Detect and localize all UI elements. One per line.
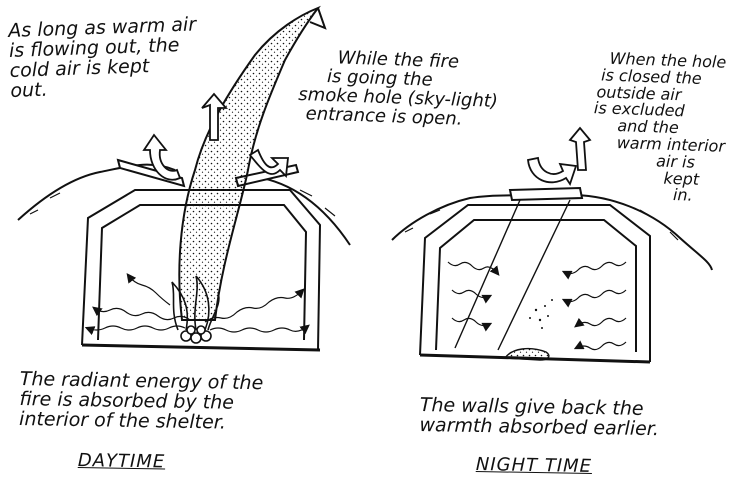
note-warm-air: As long as warm air is flowing out, the … <box>8 15 199 101</box>
shelter-floor <box>82 345 320 350</box>
embers-dots <box>529 299 553 329</box>
night-ground-right <box>575 195 712 270</box>
smoke-hole-lid <box>510 188 582 200</box>
note-hole-closed: When the hole is closed the outside air … <box>585 50 728 206</box>
title-night-time: NIGHT TIME <box>476 456 592 477</box>
note-smoke-hole: While the fire is going the smoke hole (… <box>297 48 499 130</box>
caption-night: The walls give back the warmth absorbed … <box>419 396 659 440</box>
embers <box>505 349 549 360</box>
night-inner-wall <box>436 220 636 352</box>
caption-line: warmth absorbed earlier. <box>419 416 659 440</box>
night-shelter <box>392 188 712 362</box>
caption-daytime: The radiant energy of the fire is absorb… <box>19 370 263 434</box>
night-ground-left <box>392 195 520 240</box>
airflow-arrow-night <box>528 128 590 184</box>
radiant-energy-night <box>448 262 626 350</box>
ground-mound-right <box>250 176 350 245</box>
title-daytime: DAYTIME <box>78 452 166 472</box>
